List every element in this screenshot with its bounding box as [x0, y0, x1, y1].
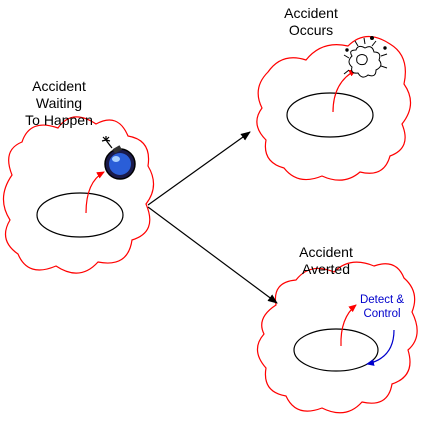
- label-detect-line1: Detect &: [359, 294, 405, 306]
- label-averted-line2: Averted: [302, 261, 350, 277]
- label-waiting-line2: Waiting: [35, 95, 83, 111]
- connector-to-averted: [147, 206, 278, 304]
- cloud-averted: [256, 261, 418, 414]
- label-averted: Accident Averted: [281, 244, 371, 278]
- label-occurs-line1: Accident: [284, 5, 338, 21]
- label-detect-control: Detect & Control: [350, 293, 414, 321]
- ellipse-waiting: [36, 192, 124, 238]
- label-averted-line1: Accident: [299, 244, 353, 260]
- connector-to-occurs: [147, 131, 251, 206]
- explosion-icon: [343, 36, 388, 78]
- hazard-arrow-averted: [340, 304, 357, 347]
- label-waiting-line1: Accident: [32, 78, 86, 94]
- control-arrow-averted: [366, 329, 395, 366]
- label-detect-line2: Control: [363, 308, 401, 320]
- hazard-arrow-occurs: [332, 69, 357, 113]
- label-waiting: Accident Waiting To Happen: [14, 78, 104, 129]
- ellipse-averted: [293, 328, 379, 372]
- bomb-icon: [101, 136, 136, 180]
- hazard-arrow-waiting: [85, 171, 105, 214]
- label-occurs-line2: Occurs: [288, 22, 334, 38]
- ellipse-occurs: [286, 92, 374, 138]
- cloud-occurs: [256, 35, 412, 181]
- label-waiting-line3: To Happen: [25, 112, 93, 128]
- cloud-waiting: [2, 116, 155, 274]
- label-occurs: Accident Occurs: [266, 5, 356, 39]
